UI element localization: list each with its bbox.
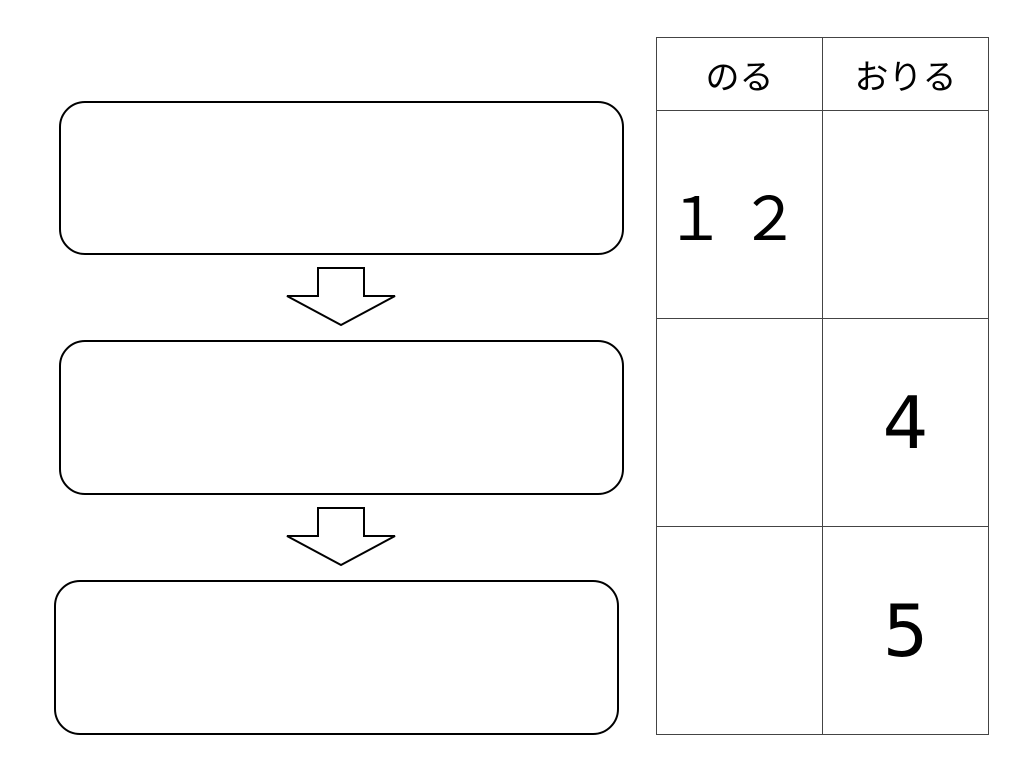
header-noru: のる — [656, 37, 823, 111]
header-oriru: おりる — [822, 37, 989, 111]
cell-noru: １２ — [656, 110, 823, 319]
cell-oriru — [822, 110, 989, 319]
cell-noru — [656, 318, 823, 527]
table-row: 4 — [656, 318, 989, 527]
cell-oriru: 5 — [822, 526, 989, 735]
flow-box-3 — [54, 580, 619, 735]
table-row: 5 — [656, 526, 989, 735]
boarding-table: のる おりる １２ 4 5 — [656, 37, 989, 735]
cell-noru — [656, 526, 823, 735]
flow-box-1 — [59, 101, 624, 255]
cell-oriru: 4 — [822, 318, 989, 527]
table-header-row: のる おりる — [656, 37, 989, 111]
flow-box-2 — [59, 340, 624, 495]
table-row: １２ — [656, 110, 989, 319]
down-arrow-icon — [286, 267, 396, 327]
down-arrow-icon — [286, 507, 396, 567]
